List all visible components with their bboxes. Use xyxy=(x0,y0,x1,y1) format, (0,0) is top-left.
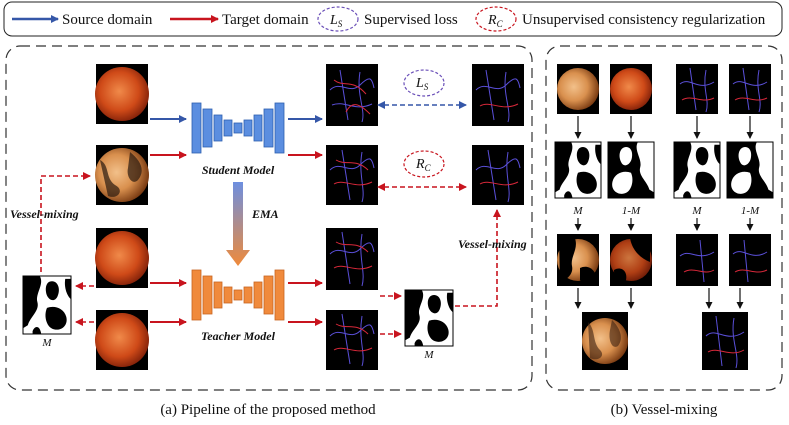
b-mask-label-2: 1-M xyxy=(622,205,641,217)
b-mask-4-border xyxy=(726,141,774,199)
b-mask-label-3: M xyxy=(691,205,702,217)
left-mask-label: M xyxy=(41,337,52,349)
consistency-loss-symbol: R xyxy=(415,157,425,172)
vessel-mixing-left-arrow xyxy=(40,172,91,272)
teacher-prediction-map-2 xyxy=(326,310,378,370)
legend-box xyxy=(3,1,783,37)
target-fundus-disc-1 xyxy=(95,231,149,285)
vessel-mixing-right-arrow xyxy=(455,209,501,307)
left-mask-border xyxy=(22,275,72,335)
legend-unsup-label: Unsupervised consistency regularization xyxy=(522,12,766,28)
source-prediction-map xyxy=(326,64,378,126)
panel-a-frame xyxy=(5,45,533,391)
b-masked-vessel-1 xyxy=(676,234,718,286)
source-label-map xyxy=(472,64,524,126)
right-mask-label: M xyxy=(423,349,434,361)
legend-source-label: Source domain xyxy=(62,12,153,28)
b-mask-2 xyxy=(608,142,654,198)
consistency-loss-sub: C xyxy=(425,163,432,173)
mixed-fundus-disc xyxy=(95,148,149,202)
supervised-loss-symbol: L xyxy=(415,76,424,91)
b-mask-3 xyxy=(674,142,720,198)
b-masked-vessel-2 xyxy=(729,234,771,286)
b-vessel-map-1 xyxy=(676,64,718,114)
b-masked-fundus-1 xyxy=(557,234,599,286)
mixed-fundus-patch xyxy=(100,160,120,197)
b-mask-4 xyxy=(727,142,773,198)
mixed-prediction-map xyxy=(326,145,378,205)
panel-b-frame xyxy=(545,45,783,391)
legend-supervised-symbol: L xyxy=(329,13,338,28)
target-fundus-disc-2 xyxy=(95,313,149,367)
supervised-loss-sub: S xyxy=(424,82,429,92)
right-mask-image xyxy=(405,290,453,346)
b-mask-1-border xyxy=(554,141,602,199)
legend-supervised-sub: S xyxy=(338,19,343,29)
svg-text:LS: LS xyxy=(329,13,343,29)
teacher-model-label: Teacher Model xyxy=(201,329,276,343)
b-vessel-map-2 xyxy=(729,64,771,114)
b-mixed-fundus-output xyxy=(582,312,628,370)
legend-unsup-sub: C xyxy=(497,19,504,29)
svg-text:RC: RC xyxy=(487,13,504,29)
legend-supervised-label: Supervised loss xyxy=(364,12,458,28)
legend-unsup-ellipse xyxy=(475,6,517,32)
student-model-label: Student Model xyxy=(202,163,275,177)
b-masked-fundus-2 xyxy=(610,234,652,286)
b-mask-1 xyxy=(555,142,601,198)
vessel-mixing-left-label: Vessel-mixing xyxy=(10,207,79,221)
b-mask-2-border xyxy=(607,141,655,199)
mixed-fundus-patch-2 xyxy=(127,152,142,182)
legend-unsup-symbol: R xyxy=(487,13,497,28)
b-mixed-vessel-output xyxy=(702,312,748,370)
b-fundus-2-disc xyxy=(610,68,652,110)
panel-b-caption: (b) Vessel-mixing xyxy=(611,402,718,418)
svg-text:LS: LS xyxy=(415,76,429,92)
ema-label: EMA xyxy=(251,207,279,221)
teacher-network xyxy=(191,269,285,321)
right-mask-border xyxy=(404,289,454,347)
legend-supervised-ellipse xyxy=(317,6,359,32)
source-fundus-disc xyxy=(95,67,149,121)
ema-arrow xyxy=(226,182,250,266)
b-fundus-1-disc xyxy=(557,68,599,110)
svg-text:RC: RC xyxy=(415,157,432,173)
left-mask-image xyxy=(23,276,71,334)
panel-a-caption: (a) Pipeline of the proposed method xyxy=(160,402,376,418)
supervised-loss-ellipse xyxy=(403,69,445,97)
student-network xyxy=(191,102,285,154)
teacher-prediction-map-1 xyxy=(326,228,378,290)
b-mask-label-4: 1-M xyxy=(741,205,760,217)
b-mask-label-1: M xyxy=(572,205,583,217)
consistency-loss-ellipse xyxy=(403,150,445,178)
vessel-mixing-right-label: Vessel-mixing xyxy=(458,237,527,251)
b-mask-3-border xyxy=(673,141,721,199)
legend-target-label: Target domain xyxy=(222,12,309,28)
mixed-pseudo-label-map xyxy=(472,145,524,205)
